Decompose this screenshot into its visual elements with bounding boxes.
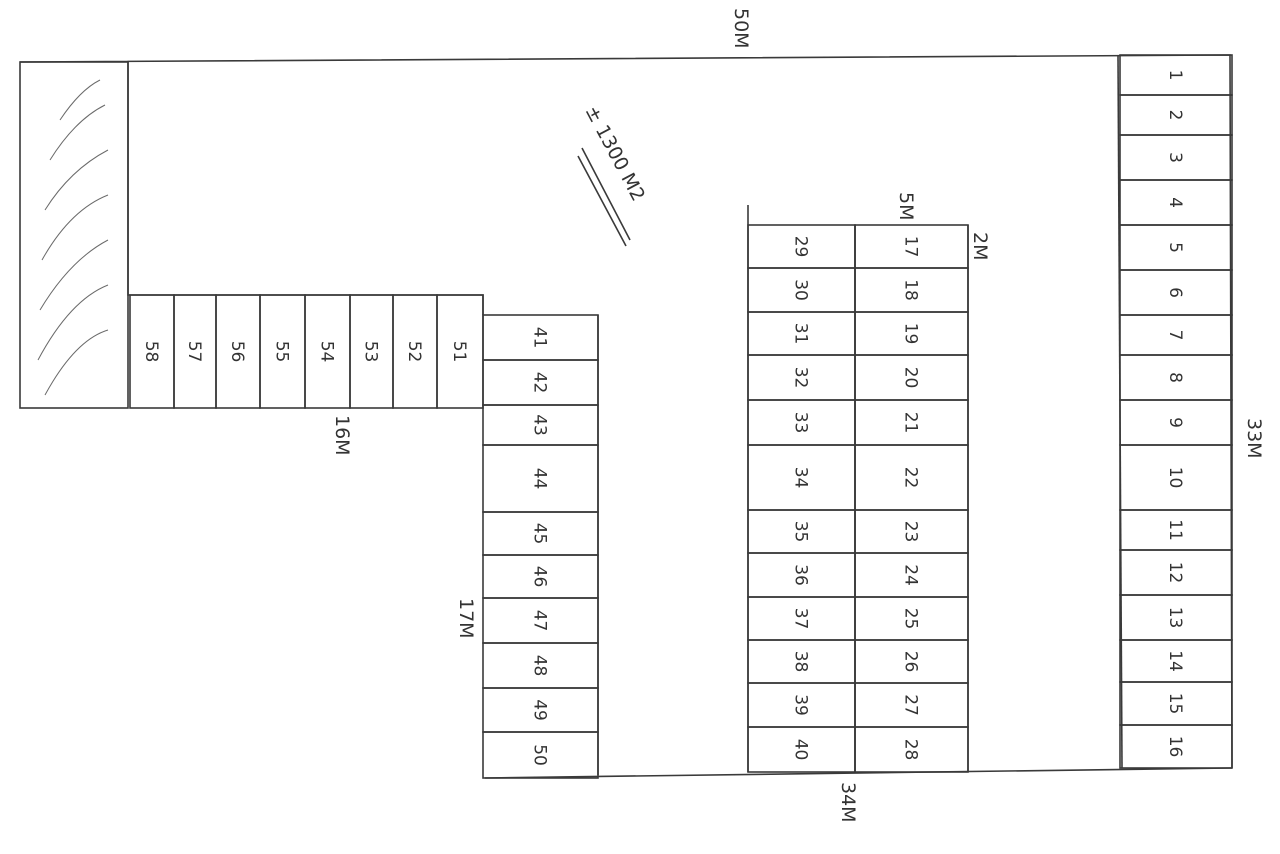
unit-number: 32: [791, 367, 811, 389]
unit-number: 26: [901, 651, 921, 673]
unit-number: 28: [901, 739, 921, 761]
unit-number: 51: [449, 341, 469, 363]
unit-number: 20: [901, 367, 921, 389]
unit-number: 4: [1165, 197, 1185, 208]
unit-number: 24: [901, 564, 921, 586]
unit-number: 48: [530, 655, 550, 677]
unit-number: 10: [1165, 467, 1185, 489]
unit-number: 30: [791, 279, 811, 301]
left-block-width-label: 16M: [331, 415, 353, 456]
unit-number: 1: [1165, 70, 1185, 81]
area-label: ± 1300 M2: [581, 102, 650, 205]
unit-number: 21: [901, 412, 921, 434]
unit-number: 49: [530, 699, 550, 721]
unit-number: 3: [1165, 152, 1185, 163]
unit-number: 2: [1165, 110, 1185, 121]
unit-number: 31: [791, 323, 811, 345]
unit-number: 27: [901, 694, 921, 716]
unit-number: 9: [1165, 417, 1185, 428]
unit-number: 25: [901, 608, 921, 630]
units: 1234567891011121314151617181920212223242…: [129, 54, 1233, 779]
unit-number: 37: [791, 608, 811, 630]
lower-block-height-label: 17M: [455, 598, 477, 639]
unit-number: 53: [361, 341, 381, 363]
unit-number: 34: [791, 467, 811, 489]
unit-number: 39: [791, 694, 811, 716]
unit-number: 22: [901, 467, 921, 489]
unit-number: 44: [530, 468, 550, 490]
unit-number: 15: [1165, 693, 1185, 715]
unit-number: 12: [1165, 562, 1185, 584]
unit-number: 17: [901, 236, 921, 258]
aisle-width-label: 5M: [895, 192, 917, 220]
unit-number: 50: [530, 744, 550, 766]
unit-number: 42: [530, 372, 550, 394]
unit-number: 45: [530, 523, 550, 545]
unit-number: 52: [404, 341, 424, 363]
unit-number: 57: [184, 341, 204, 363]
unit-number: 40: [791, 739, 811, 761]
unit-cell: [129, 294, 175, 409]
unit-number: 38: [791, 651, 811, 673]
unit-depth-label: 2M: [969, 232, 991, 260]
unit-number: 46: [530, 566, 550, 588]
area-underline: [581, 147, 631, 241]
bottom-width-label: 34M: [837, 782, 859, 823]
unit-number: 54: [317, 341, 337, 363]
unit-number: 55: [272, 341, 292, 363]
unit-number: 13: [1165, 607, 1185, 629]
inner-left-wall: [127, 62, 484, 315]
hatched-block: [19, 61, 129, 409]
unit-number: 6: [1165, 287, 1185, 298]
unit-number: 8: [1165, 372, 1185, 383]
top-width-label: 50M: [730, 8, 752, 49]
unit-cell: [482, 731, 599, 779]
unit-number: 16: [1165, 736, 1185, 758]
unit-number: 19: [901, 323, 921, 345]
unit-number: 18: [901, 279, 921, 301]
unit-number: 33: [791, 412, 811, 434]
unit-number: 56: [227, 341, 247, 363]
right-height-label: 33M: [1243, 418, 1265, 459]
area-underline: [577, 155, 627, 247]
unit-number: 47: [530, 610, 550, 632]
unit-number: 5: [1165, 242, 1185, 253]
bottom-wall: [484, 767, 1233, 779]
unit-number: 23: [901, 521, 921, 543]
unit-number: 43: [530, 414, 550, 436]
unit-number: 41: [530, 327, 550, 349]
unit-number: 36: [791, 564, 811, 586]
unit-number: 7: [1165, 330, 1185, 341]
unit-number: 35: [791, 521, 811, 543]
unit-cell: [747, 726, 856, 773]
unit-number: 58: [141, 341, 161, 363]
unit-number: 11: [1165, 519, 1185, 541]
unit-cell: [1119, 724, 1233, 769]
unit-number: 29: [791, 236, 811, 258]
unit-number: 14: [1165, 650, 1185, 672]
